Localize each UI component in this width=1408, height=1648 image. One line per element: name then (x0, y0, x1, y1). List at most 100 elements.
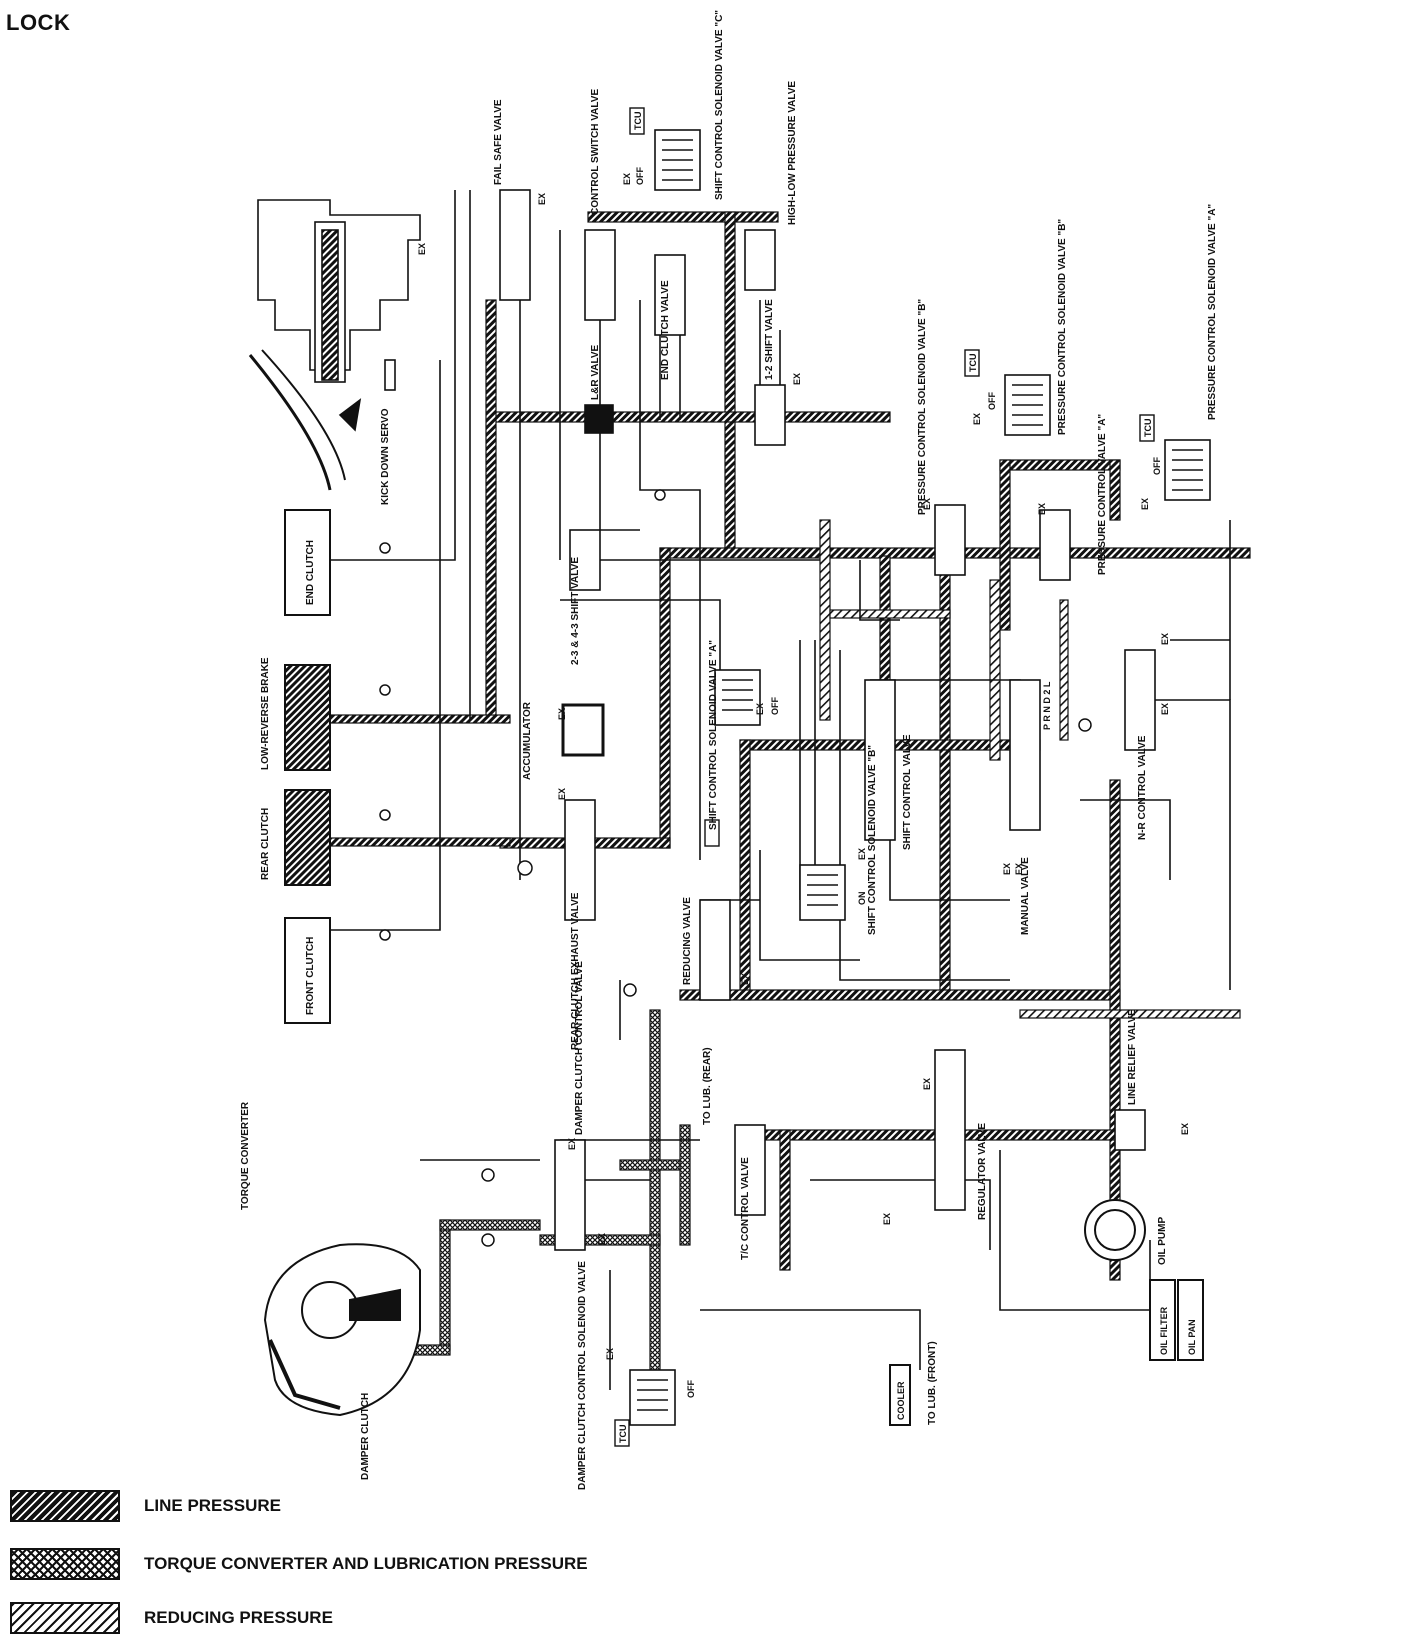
solenoid-pc-a (1164, 439, 1211, 501)
svg-text:KICK DOWN SERVO: KICK DOWN SERVO (380, 408, 391, 505)
svg-text:ACCUMULATOR: ACCUMULATOR (522, 701, 533, 780)
svg-text:EX: EX (557, 708, 567, 720)
reducing-valve (699, 899, 731, 1001)
tcu-boxes (614, 107, 1155, 1447)
line-pressure-passages (329, 211, 1251, 1281)
fail-safe-valve (499, 189, 531, 301)
svg-text:TO LUB. (REAR): TO LUB. (REAR) (702, 1047, 713, 1125)
svg-text:FAIL SAFE VALVE: FAIL SAFE VALVE (493, 99, 504, 185)
line-relief-valve (1114, 1109, 1146, 1151)
legend-item-reducing-pressure: REDUCING PRESSURE (10, 1600, 710, 1636)
svg-text:1-2 SHIFT VALVE: 1-2 SHIFT VALVE (764, 299, 775, 380)
svg-text:EX: EX (1037, 503, 1047, 515)
solenoid-shift-b (799, 864, 846, 921)
end-clutch-valve (654, 254, 686, 336)
svg-text:EX: EX (605, 1348, 615, 1360)
svg-text:EX: EX (537, 193, 547, 205)
svg-text:EX: EX (882, 1213, 892, 1225)
oil-pan-box (1177, 1279, 1204, 1361)
legend-label: TORQUE CONVERTER AND LUBRICATION PRESSUR… (144, 1554, 588, 1573)
svg-text:DAMPER CLUTCH CONTROL VALVE: DAMPER CLUTCH CONTROL VALVE (574, 961, 585, 1135)
svg-text:FRONT CLUTCH: FRONT CLUTCH (305, 937, 316, 1015)
svg-text:EX: EX (1180, 1123, 1190, 1135)
svg-text:TCU: TCU (633, 112, 643, 131)
lr-valve (584, 404, 614, 434)
svg-text:SHIFT CONTROL SOLENOID VALVE ": SHIFT CONTROL SOLENOID VALVE "A" (708, 640, 719, 830)
svg-text:T/C CONTROL VALVE: T/C CONTROL VALVE (740, 1157, 751, 1260)
svg-text:OFF: OFF (770, 697, 780, 715)
friction-elements (284, 509, 331, 1024)
svg-text:SHIFT CONTROL VALVE: SHIFT CONTROL VALVE (902, 734, 913, 850)
solenoid-pc-b (1004, 374, 1051, 436)
solenoid-shift-a (714, 669, 761, 726)
solenoid-c (654, 129, 701, 191)
svg-text:COOLER: COOLER (896, 1381, 906, 1420)
svg-text:OFF: OFF (1152, 457, 1162, 475)
shift-control-valve (864, 679, 896, 841)
svg-text:TCU: TCU (618, 1425, 628, 1444)
line-pressure-swatch (10, 1490, 120, 1522)
manual-valve (1009, 679, 1041, 831)
damper-clutch-control-valve (554, 1139, 586, 1251)
legend-item-line-pressure: LINE PRESSURE (10, 1488, 710, 1524)
svg-text:MANUAL VALVE: MANUAL VALVE (1020, 857, 1031, 935)
nr-control-valve (1124, 649, 1156, 751)
rear-clutch-box (284, 789, 331, 886)
svg-text:2-3 & 4-3 SHIFT VALVE: 2-3 & 4-3 SHIFT VALVE (570, 557, 581, 665)
pc-valve-a (1039, 509, 1071, 581)
svg-text:HIGH-LOW PRESSURE VALVE: HIGH-LOW PRESSURE VALVE (787, 81, 798, 225)
svg-text:EX: EX (417, 243, 427, 255)
pump-filter-pan (889, 1199, 1204, 1426)
svg-text:REAR CLUTCH: REAR CLUTCH (260, 808, 271, 880)
accumulator (561, 703, 605, 757)
legend-label: REDUCING PRESSURE (144, 1608, 333, 1627)
component-labels: FAIL SAFE VALVE CONTROL SWITCH VALVE SHI… (240, 10, 1218, 1490)
check-balls (379, 489, 1092, 1247)
torque-converter-lubrication-passages (389, 1009, 691, 1371)
page-title: LOCK (6, 10, 71, 35)
svg-text:EX: EX (597, 1233, 607, 1245)
svg-text:TORQUE CONVERTER: TORQUE CONVERTER (240, 1101, 251, 1210)
svg-text:OFF: OFF (987, 392, 997, 410)
svg-text:EX: EX (972, 413, 982, 425)
svg-text:OIL PUMP: OIL PUMP (1157, 1217, 1168, 1265)
torque-converter-swatch (10, 1548, 120, 1580)
svg-text:REDUCING VALVE: REDUCING VALVE (682, 897, 693, 985)
svg-text:TO LUB. (FRONT): TO LUB. (FRONT) (927, 1341, 938, 1425)
svg-text:N-R CONTROL VALVE: N-R CONTROL VALVE (1137, 735, 1148, 840)
svg-text:L&R VALVE: L&R VALVE (590, 344, 601, 400)
svg-text:TCU: TCU (968, 354, 978, 373)
legend-item-torque-converter: TORQUE CONVERTER AND LUBRICATION PRESSUR… (10, 1546, 710, 1582)
torque-converter (263, 1243, 421, 1417)
svg-text:EX: EX (557, 788, 567, 800)
svg-text:EX: EX (1160, 703, 1170, 715)
reducing-pressure-passages (819, 519, 1241, 1019)
tc-control-valve (734, 1124, 766, 1216)
svg-text:OFF: OFF (635, 167, 645, 185)
svg-text:EX: EX (622, 173, 632, 185)
svg-text:EX: EX (922, 498, 932, 510)
control-switch-valve (584, 229, 616, 321)
shift-12-valve (754, 384, 786, 446)
svg-text:EX: EX (1014, 863, 1024, 875)
svg-text:TCU: TCU (1143, 419, 1153, 438)
svg-text:CONTROL SWITCH VALVE: CONTROL SWITCH VALVE (590, 89, 601, 215)
svg-text:EX: EX (740, 973, 750, 985)
svg-text:LOW-REVERSE BRAKE: LOW-REVERSE BRAKE (260, 657, 271, 770)
low-reverse-brake-box (284, 664, 331, 771)
end-clutch-box (284, 509, 331, 616)
svg-text:EX: EX (755, 703, 765, 715)
rear-clutch-exhaust-valve (564, 799, 596, 921)
svg-text:OIL PAN: OIL PAN (1187, 1319, 1197, 1355)
svg-text:END CLUTCH: END CLUTCH (305, 540, 316, 605)
solenoids (629, 129, 1211, 1426)
svg-text:P R N D 2 L: P R N D 2 L (1042, 681, 1052, 730)
svg-text:REGULATOR VALVE: REGULATOR VALVE (977, 1123, 988, 1220)
svg-text:END CLUTCH VALVE: END CLUTCH VALVE (660, 280, 671, 380)
regulator-valve (934, 1049, 966, 1211)
front-clutch-box (284, 917, 331, 1024)
svg-text:DAMPER CLUTCH: DAMPER CLUTCH (360, 1393, 371, 1480)
high-low-valve (744, 229, 776, 291)
svg-text:EX: EX (1160, 633, 1170, 645)
svg-text:OIL FILTER: OIL FILTER (1159, 1306, 1169, 1355)
